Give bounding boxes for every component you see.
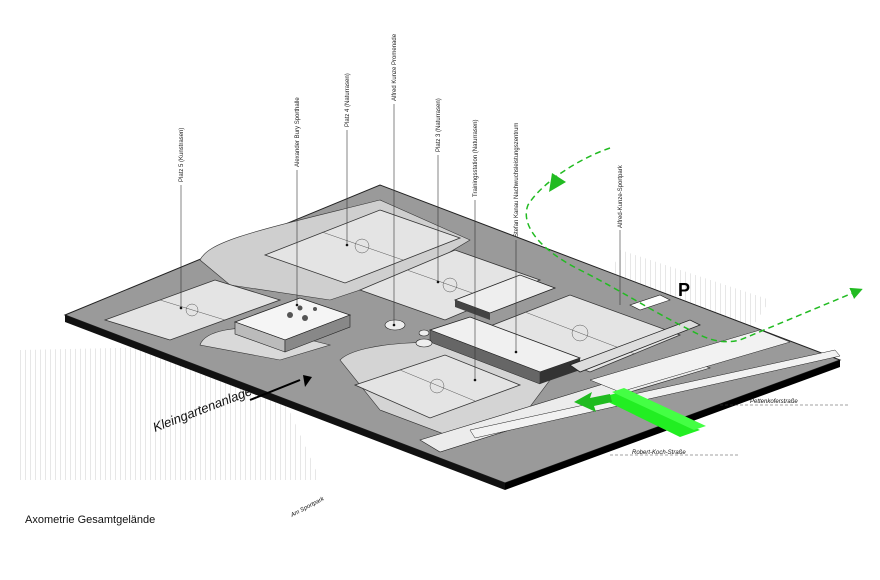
kleingarten-arrow bbox=[249, 375, 312, 401]
street-am-sportpark: Am Sportpark bbox=[289, 496, 326, 519]
parking-label: P bbox=[678, 280, 690, 300]
building-nlz bbox=[428, 316, 582, 385]
leader-dots bbox=[179, 243, 518, 382]
leader-label: Alexander Bury Sporthalle bbox=[295, 97, 301, 167]
street-robert-koch: Robert-Koch-Straße bbox=[632, 450, 686, 456]
label-alfred-kunze-sportpark: Alfred-Kunze-Sportpark bbox=[618, 164, 624, 228]
building-stadium-stand bbox=[569, 294, 701, 373]
field-platz-4 bbox=[263, 209, 462, 284]
crosswalk-stripes bbox=[600, 388, 706, 437]
leader-label: Stefan Kanau Nachwuchsleistungszentrum bbox=[514, 123, 520, 237]
leader-label: Alfred Kunze Promenade bbox=[392, 33, 398, 101]
leader-lines bbox=[180, 104, 621, 380]
field-markings bbox=[159, 231, 636, 402]
field-lower bbox=[353, 354, 522, 419]
leader-label: Platz 4 (Naturrasen) bbox=[345, 73, 351, 127]
leader-label: Platz 3 (Naturrasen) bbox=[436, 98, 442, 152]
leader-labels: Platz 5 (Kunstrasen) Alexander Bury Sport… bbox=[179, 33, 520, 237]
promenade-plaza bbox=[384, 319, 433, 348]
building-sporthalle bbox=[233, 297, 352, 353]
buildings bbox=[233, 274, 701, 385]
entrance-arrow bbox=[574, 392, 612, 412]
street-pettenkofer: Pettenkoferstraße bbox=[750, 399, 798, 405]
figure-caption: Axometrie Gesamtgelände bbox=[25, 514, 156, 526]
building-grandstand-north bbox=[453, 274, 557, 320]
street-guides bbox=[610, 404, 850, 456]
leader-label: Platz 5 (Kunstrasen) bbox=[179, 128, 185, 182]
access-route bbox=[525, 147, 863, 343]
leader-label: Trainingsstation (Naturrasen) bbox=[473, 120, 479, 197]
roads bbox=[419, 329, 841, 453]
